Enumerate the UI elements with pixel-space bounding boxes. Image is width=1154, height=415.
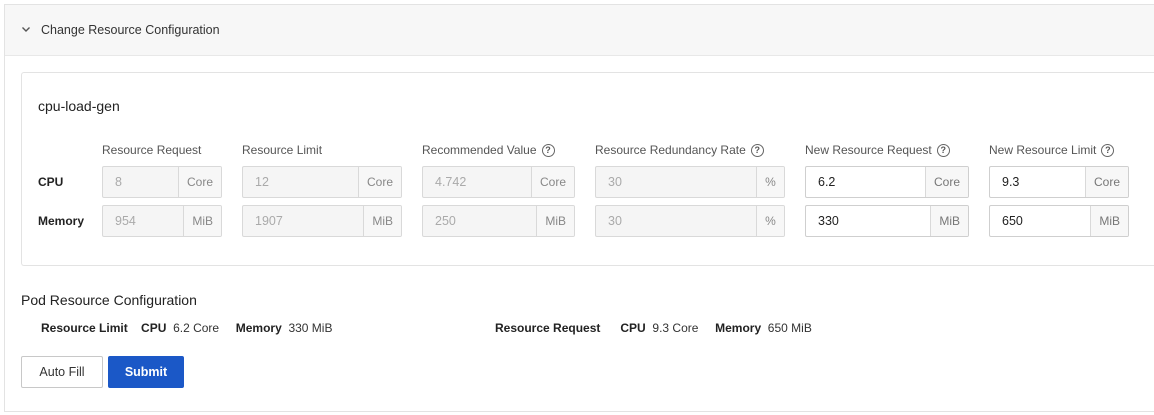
- memory-new-request-input[interactable]: [806, 206, 931, 236]
- summary-label: Resource Request: [495, 321, 601, 335]
- cpu-new-limit-field[interactable]: Core: [989, 166, 1129, 198]
- unit-label: Core: [530, 167, 574, 197]
- memory-request-field: MiB: [102, 205, 222, 237]
- unit-label: MiB: [930, 206, 968, 236]
- unit-label: %: [756, 167, 784, 197]
- summary-cpu-label: CPU: [141, 321, 167, 335]
- cpu-new-limit-input[interactable]: [990, 167, 1085, 197]
- pod-request-summary: Resource Request CPU 9.3 Core Memory 650…: [495, 321, 812, 335]
- summary-mem-value: 650 MiB: [767, 321, 812, 335]
- row-label-cpu: CPU: [38, 175, 64, 189]
- container-config-card: cpu-load-gen Resource Request Resource L…: [21, 72, 1154, 266]
- help-icon[interactable]: ?: [936, 143, 950, 157]
- unit-label: Core: [357, 167, 401, 197]
- memory-request-input: [103, 206, 184, 236]
- cpu-recommended-field: Core: [422, 166, 575, 198]
- col-header-resource-limit: Resource Limit: [242, 143, 323, 157]
- auto-fill-button[interactable]: Auto Fill: [21, 356, 103, 388]
- cpu-request-input: [103, 167, 178, 197]
- col-header-recommended-value: Recommended Value ?: [422, 143, 555, 157]
- memory-limit-field: MiB: [242, 205, 402, 237]
- memory-redundancy-field: %: [595, 205, 785, 237]
- cpu-recommended-input: [423, 167, 531, 197]
- row-label-memory: Memory: [38, 214, 85, 228]
- summary-cpu-label: CPU: [620, 321, 646, 335]
- unit-label: Core: [1084, 167, 1128, 197]
- unit-label: MiB: [536, 206, 574, 236]
- col-header-new-limit: New Resource Limit ?: [989, 143, 1115, 157]
- memory-limit-input: [243, 206, 364, 236]
- cpu-new-request-input[interactable]: [806, 167, 925, 197]
- unit-label: MiB: [1090, 206, 1128, 236]
- memory-new-request-field[interactable]: MiB: [805, 205, 969, 237]
- summary-mem-value: 330 MiB: [288, 321, 333, 335]
- summary-mem-label: Memory: [235, 321, 282, 335]
- col-header-redundancy-rate: Resource Redundancy Rate ?: [595, 143, 764, 157]
- container-name: cpu-load-gen: [38, 98, 120, 114]
- cpu-redundancy-input: [596, 167, 756, 197]
- help-icon[interactable]: ?: [1101, 143, 1115, 157]
- chevron-down-icon[interactable]: [20, 23, 32, 35]
- pod-config-title: Pod Resource Configuration: [21, 292, 197, 308]
- unit-label: Core: [177, 167, 221, 197]
- unit-label: %: [756, 206, 784, 236]
- resource-config-panel: Change Resource Configuration cpu-load-g…: [4, 4, 1154, 412]
- panel-header-toggle[interactable]: Change Resource Configuration: [5, 5, 1154, 56]
- col-header-new-request: New Resource Request ?: [805, 143, 950, 157]
- unit-label: MiB: [363, 206, 401, 236]
- help-icon[interactable]: ?: [541, 143, 555, 157]
- unit-label: MiB: [183, 206, 221, 236]
- cpu-request-field: Core: [102, 166, 222, 198]
- summary-mem-label: Memory: [715, 321, 762, 335]
- col-header-resource-request: Resource Request: [102, 143, 202, 157]
- memory-recommended-input: [423, 206, 537, 236]
- summary-label: Resource Limit: [41, 321, 128, 335]
- memory-redundancy-input: [596, 206, 756, 236]
- cpu-redundancy-field: %: [595, 166, 785, 198]
- memory-new-limit-field[interactable]: MiB: [989, 205, 1129, 237]
- submit-button[interactable]: Submit: [108, 356, 184, 388]
- panel-title: Change Resource Configuration: [41, 23, 220, 37]
- pod-limit-summary: Resource Limit CPU 6.2 Core Memory 330 M…: [41, 321, 332, 335]
- cpu-limit-input: [243, 167, 358, 197]
- memory-new-limit-input[interactable]: [990, 206, 1091, 236]
- memory-recommended-field: MiB: [422, 205, 575, 237]
- unit-label: Core: [924, 167, 968, 197]
- summary-cpu-value: 9.3 Core: [652, 321, 699, 335]
- cpu-new-request-field[interactable]: Core: [805, 166, 969, 198]
- help-icon[interactable]: ?: [750, 143, 764, 157]
- summary-cpu-value: 6.2 Core: [173, 321, 220, 335]
- cpu-limit-field: Core: [242, 166, 402, 198]
